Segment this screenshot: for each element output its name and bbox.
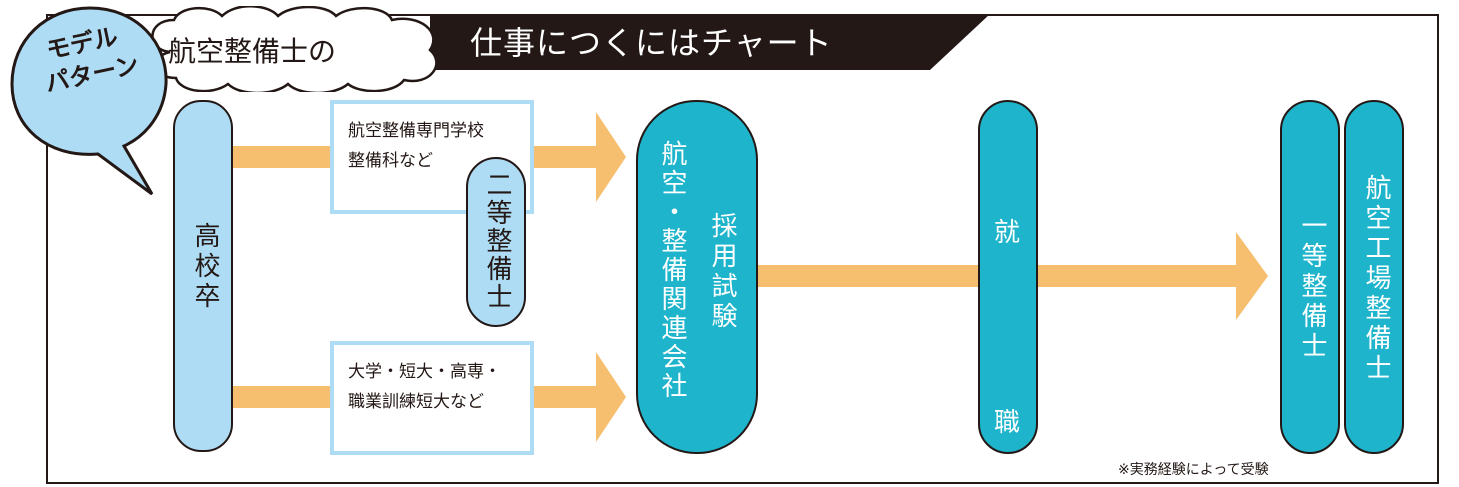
employment-label-1: 就 [994,218,1021,248]
employment-label-2: 職 [994,408,1021,438]
first-class-node: 一等整備士 [1280,100,1340,454]
company-label: 航空・整備関連会社 [657,140,687,401]
high-school-label: 高校卒 [190,222,220,312]
arrow-bar-university [232,386,334,408]
company-node: 採用試験 航空・整備関連会社 [636,100,758,454]
arrow-head-icon [596,352,626,442]
arrow-bar-to-company-top [534,146,600,168]
arrow-bar-to-employment [756,265,980,287]
second-class-node: 二等整備士 [466,157,526,327]
speech-bubble [10,6,168,196]
factory-label: 航空工場整備士 [1361,174,1391,384]
cloud-label: 航空整備士の [168,35,337,68]
title-band [430,14,990,70]
university-line-1: 大学・短大・高専・ [348,362,501,382]
company-exam-label: 採用試験 [707,212,737,332]
high-school-node: 高校卒 [173,100,233,452]
vocational-school-line-2: 整備科など [348,151,433,171]
factory-node: 航空工場整備士 [1344,100,1404,454]
university-box: 大学・短大・高専・ 職業訓練短大など [330,341,534,455]
arrow-bar-to-licenses [1036,265,1240,287]
first-class-label: 一等整備士 [1297,212,1327,362]
cloud-shape [151,6,438,92]
employment-node: 就 職 [978,100,1038,454]
university-line-2: 職業訓練短大など [348,392,484,412]
arrow-head-icon [1236,232,1268,320]
second-class-label: 二等整備士 [482,171,512,311]
arrow-head-icon [596,112,626,202]
arrow-bar-school [232,146,334,168]
chart-title: 仕事につくにはチャート [470,24,833,62]
vocational-school-line-1: 航空整備専門学校 [348,121,484,141]
arrow-bar-to-company-bottom [534,386,600,408]
footnote: ※実務経験によって受験 [1118,462,1269,478]
